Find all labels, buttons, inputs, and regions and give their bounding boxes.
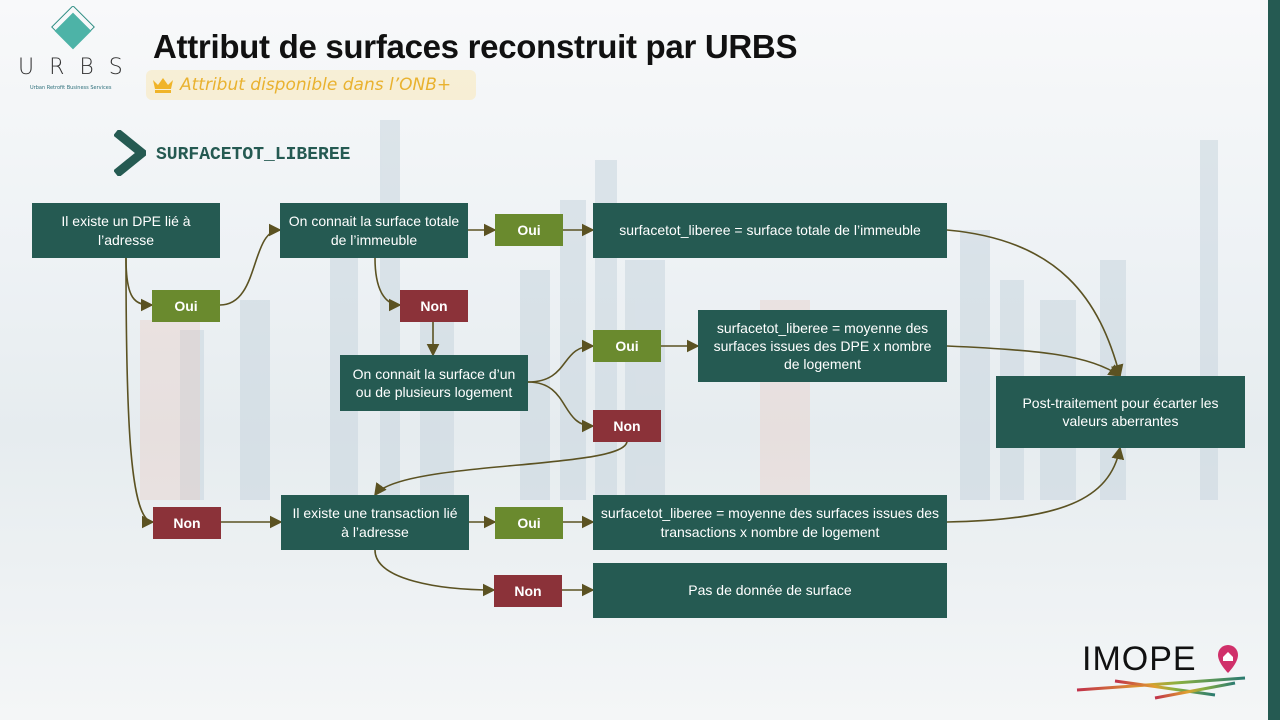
node-dpe-exists: Il existe un DPE lié à l’adresse — [32, 203, 220, 258]
right-accent-bar — [1268, 0, 1280, 720]
label-oui: Oui — [495, 507, 563, 539]
label-non: Non — [400, 290, 468, 322]
node-result-dpe: surfacetot_liberee = moyenne des surface… — [698, 310, 947, 382]
urbs-diamond-icon — [51, 6, 95, 50]
node-surface-totale: On connait la surface totale de l’immeub… — [280, 203, 468, 258]
node-post-traitement: Post-traitement pour écarter les valeurs… — [996, 376, 1245, 448]
node-surface-logement: On connait la surface d’un ou de plusieu… — [340, 355, 528, 411]
node-transaction: Il existe une transaction lié à l’adress… — [281, 495, 469, 550]
label-non: Non — [494, 575, 562, 607]
label-non: Non — [593, 410, 661, 442]
label-oui: Oui — [495, 214, 563, 246]
imope-logo: IMOPE — [1082, 640, 1197, 678]
node-result-transaction: surfacetot_liberee = moyenne des surface… — [593, 495, 947, 550]
chevron-right-icon — [114, 130, 146, 176]
urbs-logo-text: U R B S — [18, 55, 127, 80]
label-oui: Oui — [593, 330, 661, 362]
node-result-totale: surfacetot_liberee = surface totale de l… — [593, 203, 947, 258]
urbs-logo: U R B S Urban Retrofit Business Services — [16, 6, 136, 96]
onb-badge: Attribut disponible dans l’ONB+ — [146, 70, 476, 100]
node-no-data: Pas de donnée de surface — [593, 563, 947, 618]
attribute-name: SURFACETOT_LIBEREE — [156, 145, 351, 165]
label-non: Non — [153, 507, 221, 539]
label-oui: Oui — [152, 290, 220, 322]
page-title: Attribut de surfaces reconstruit par URB… — [153, 28, 798, 65]
badge-text: Attribut disponible dans l’ONB+ — [180, 75, 452, 95]
crown-icon — [153, 78, 173, 93]
imope-logo-graphic — [1076, 645, 1246, 700]
urbs-logo-subtitle: Urban Retrofit Business Services — [30, 85, 112, 91]
